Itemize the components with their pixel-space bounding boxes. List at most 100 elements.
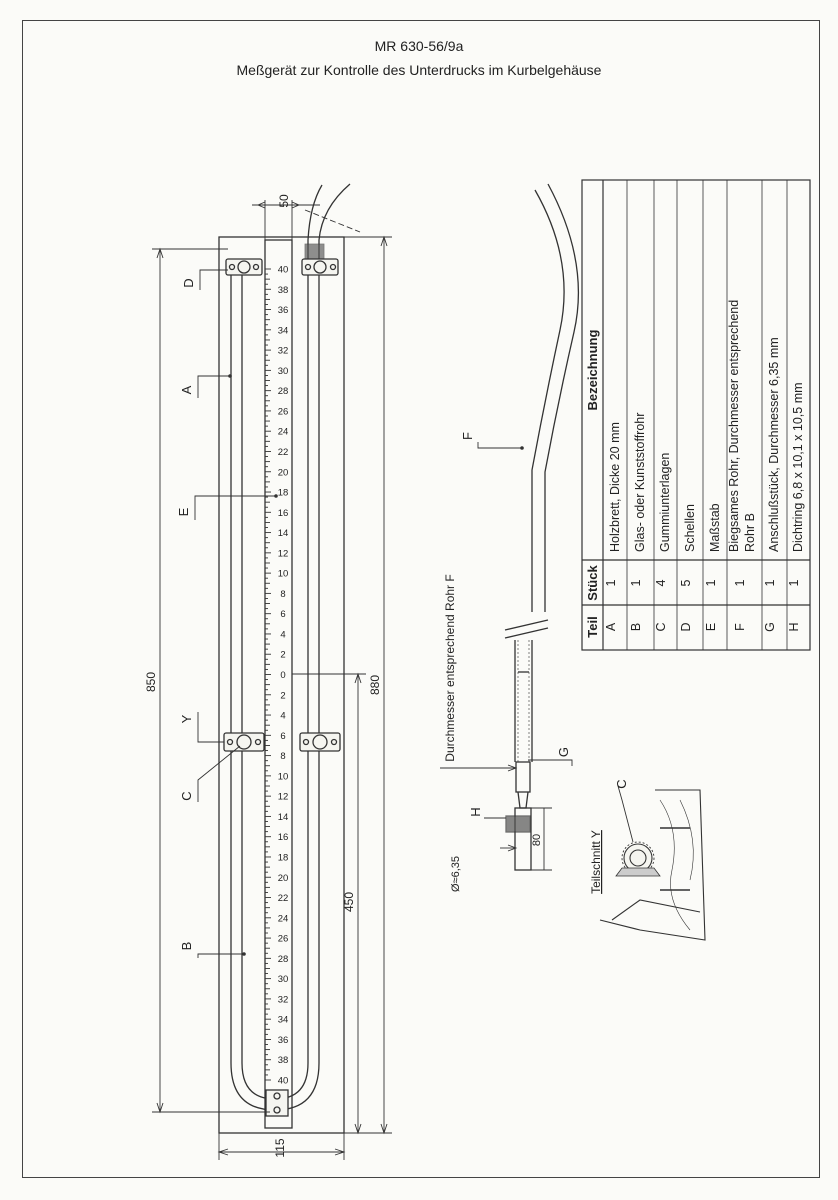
dim-880: 880 <box>368 675 382 695</box>
scale-label: 20 <box>278 873 289 884</box>
clamp-bottom <box>265 1089 289 1117</box>
scale-label: 8 <box>280 589 285 600</box>
callout-d: D <box>181 278 196 287</box>
scale-label: 8 <box>280 751 285 762</box>
table-cell: 1 <box>629 579 643 586</box>
scale-label: 32 <box>278 994 289 1005</box>
scale-label: 40 <box>278 265 289 276</box>
scale-label: 28 <box>278 386 289 397</box>
scale-label: 24 <box>278 427 289 438</box>
callout-g: G <box>556 747 571 757</box>
clamp-mid-left <box>223 732 265 752</box>
flex-tube-right-edge <box>318 183 351 263</box>
dim-450: 450 <box>342 892 356 912</box>
parts-table <box>581 179 811 651</box>
note-section-y: Teilschnitt Y <box>589 830 603 894</box>
scale-label: 40 <box>278 1076 289 1087</box>
table-cell-name: Holzbrett, Dicke 20 mm <box>608 422 622 552</box>
table-cell: E <box>704 623 718 631</box>
clamp-top-right <box>301 258 339 276</box>
table-cell: H <box>787 622 801 631</box>
table-cell-name-cont: Rohr B <box>743 513 757 552</box>
scale-ticks <box>265 268 271 1081</box>
table-cell: C <box>654 622 668 631</box>
scale-label: 2 <box>280 690 285 701</box>
scale-label: 22 <box>278 447 289 458</box>
table-cell-name: Schellen <box>683 504 697 552</box>
table-cell-name: Anschlußstück, Durchmesser 6,35 mm <box>767 337 781 552</box>
flex-tube-left-edge <box>307 184 323 263</box>
scale-label: 24 <box>278 913 289 924</box>
clamp-mid-right <box>299 732 341 752</box>
dim-diameter: Ø≈6,35 <box>450 856 462 892</box>
measuring-scale <box>264 239 293 1129</box>
scale-label: 10 <box>278 569 289 580</box>
table-cell: 4 <box>654 579 668 586</box>
scale-label: 36 <box>278 1035 289 1046</box>
scale-label: 4 <box>280 629 285 640</box>
scale-label: 16 <box>278 832 289 843</box>
table-cell: F <box>733 623 747 631</box>
clamp-top-left <box>225 258 263 276</box>
callout-f: F <box>460 432 475 440</box>
leader-dots <box>228 374 278 956</box>
drawing-title: MR 630-56/9a <box>374 38 464 54</box>
table-cell: 1 <box>604 579 618 586</box>
dim-115: 115 <box>273 1138 287 1157</box>
callout-e: E <box>176 507 191 516</box>
scale-label: 6 <box>280 731 285 742</box>
table-cell-name: Glas- oder Kunststoffrohr <box>633 413 647 552</box>
scale-label: 2 <box>280 650 285 661</box>
table-header-name: Bezeichnung <box>585 329 600 410</box>
table-cell: D <box>679 622 693 631</box>
scale-label: 18 <box>278 852 289 863</box>
table-cell-name: Gummiunterlagen <box>658 453 672 552</box>
callout-c: C <box>179 791 194 800</box>
callout-leaders <box>194 269 276 958</box>
table-cell: A <box>604 622 618 631</box>
scale-label: 34 <box>278 325 289 336</box>
table-cell: 1 <box>733 579 747 586</box>
dim-50: 50 <box>277 194 291 208</box>
callout-c-section: C <box>614 779 629 788</box>
dimension-lines <box>152 200 392 1160</box>
scale-label: 26 <box>278 406 289 417</box>
scale-label: 18 <box>278 488 289 499</box>
scale-label: 16 <box>278 508 289 519</box>
table-cell-name: Maßstab <box>708 503 722 552</box>
leader-dot-f <box>520 446 524 450</box>
dim-850: 850 <box>144 672 158 692</box>
callout-h: H <box>468 807 483 816</box>
scale-label: 4 <box>280 711 285 722</box>
scale-label: 6 <box>280 609 285 620</box>
table-header-qty: Stück <box>585 565 600 601</box>
wood-board <box>218 236 345 1134</box>
scale-label: 12 <box>278 548 289 559</box>
scale-label: 12 <box>278 792 289 803</box>
flex-tube-detail <box>504 183 580 871</box>
table-cell: G <box>763 622 777 632</box>
note-tube-diameter: Durchmesser entsprechend Rohr F <box>443 574 457 761</box>
scale-label: 10 <box>278 771 289 782</box>
scale-label: 38 <box>278 285 289 296</box>
table-cell-name: Biegsames Rohr, Durchmesser entsprechend <box>727 300 741 552</box>
callout-y: Y <box>179 714 194 723</box>
detail-leaders <box>440 442 573 871</box>
dimension-texts: 50 850 880 450 115 8 0 Ø≈6,35 <box>144 194 543 1158</box>
scale-label: 22 <box>278 893 289 904</box>
scale-label: 36 <box>278 305 289 316</box>
scale-label: 30 <box>278 974 289 985</box>
scale-label: 34 <box>278 1015 289 1026</box>
callout-b: B <box>179 942 194 951</box>
table-header-part: Teil <box>585 616 600 637</box>
u-tube-outer <box>230 263 320 1111</box>
scale-label: 32 <box>278 346 289 357</box>
callout-letters: D A E Y C B F G H C <box>176 278 629 950</box>
scale-label: 0 <box>280 670 285 681</box>
u-tube-inner <box>241 263 309 1100</box>
table-cell: 1 <box>787 579 801 586</box>
scale-label: 26 <box>278 934 289 945</box>
table-cell: 5 <box>679 579 693 586</box>
